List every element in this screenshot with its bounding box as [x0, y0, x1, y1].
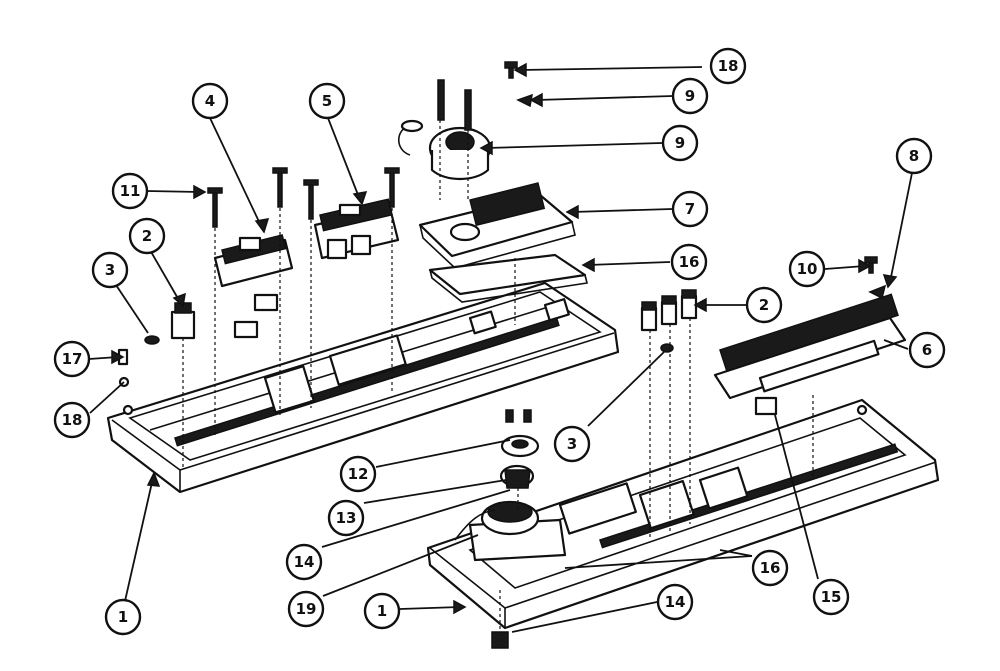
callout-5: 5 [308, 82, 346, 120]
callout-16-bottom: 16 [751, 549, 789, 587]
callout-18-top: 18 [709, 47, 747, 85]
callout-14-mid: 14 [285, 543, 323, 581]
timer-knob [499, 409, 540, 489]
screws [207, 61, 878, 274]
callout-label: 18 [718, 57, 739, 75]
callout-14-bottom: 14 [656, 583, 694, 621]
callout-15: 15 [812, 578, 850, 616]
motor-assembly-8 [397, 119, 492, 180]
callout-13: 13 [327, 499, 365, 537]
callout-9-top: 9 [671, 77, 709, 115]
callout-2-left: 2 [128, 217, 166, 255]
callout-18-left: 18 [53, 401, 91, 439]
callout-7: 7 [671, 190, 709, 228]
callout-10: 10 [788, 250, 826, 288]
callout-label: 8 [909, 147, 919, 165]
callout-6: 6 [908, 331, 946, 369]
callout-1-right: 1 [363, 592, 401, 630]
callout-label: 17 [62, 350, 83, 368]
callout-16-top: 16 [670, 243, 708, 281]
callout-label: 2 [759, 296, 769, 314]
callout-12: 12 [339, 455, 377, 493]
relay-group-right [640, 289, 698, 332]
callout-label: 1 [377, 602, 387, 620]
callout-17: 17 [53, 340, 91, 378]
callout-label: 5 [322, 92, 332, 110]
callout-label: 12 [348, 465, 369, 483]
callout-label: 13 [336, 509, 357, 527]
left-console-housing [106, 281, 620, 494]
leader-lines [88, 66, 913, 633]
timer-motor [454, 500, 567, 562]
callout-label: 7 [685, 200, 695, 218]
callout-label: 16 [760, 559, 781, 577]
callout-label: 9 [685, 87, 695, 105]
relay-left [170, 302, 196, 340]
callout-9-mid: 9 [661, 124, 699, 162]
callout-label: 3 [567, 435, 577, 453]
callout-1-left: 1 [104, 598, 142, 636]
insulator-panel [428, 253, 588, 303]
right-console-housing [426, 398, 940, 630]
switch-bank-6 [713, 293, 907, 416]
callout-label: 14 [665, 593, 686, 611]
callout-label: 18 [62, 411, 83, 429]
assembly-lines [182, 120, 814, 632]
callout-19: 19 [287, 590, 325, 628]
callout-label: 9 [675, 134, 685, 152]
callout-label: 16 [679, 253, 700, 271]
switch-module-5 [313, 198, 400, 260]
switch-module-4 [213, 234, 294, 339]
callout-label: 14 [294, 553, 315, 571]
callout-3-right: 3 [553, 425, 591, 463]
callout-label: 2 [142, 227, 152, 245]
callout-label: 19 [296, 600, 317, 618]
callout-label: 4 [205, 92, 215, 110]
callout-3-left: 3 [91, 251, 129, 289]
callout-label: 11 [120, 182, 141, 200]
callout-label: 15 [821, 588, 842, 606]
callout-label: 1 [118, 608, 128, 626]
callout-label: 10 [797, 260, 818, 278]
callout-2-right: 2 [745, 286, 783, 324]
arrowheads [111, 62, 898, 615]
callout-11: 11 [111, 172, 149, 210]
callout-label: 6 [922, 341, 932, 359]
callout-label: 3 [105, 261, 115, 279]
callout-8-right: 8 [895, 137, 933, 175]
callout-4: 4 [191, 82, 229, 120]
control-board-7 [418, 182, 576, 269]
